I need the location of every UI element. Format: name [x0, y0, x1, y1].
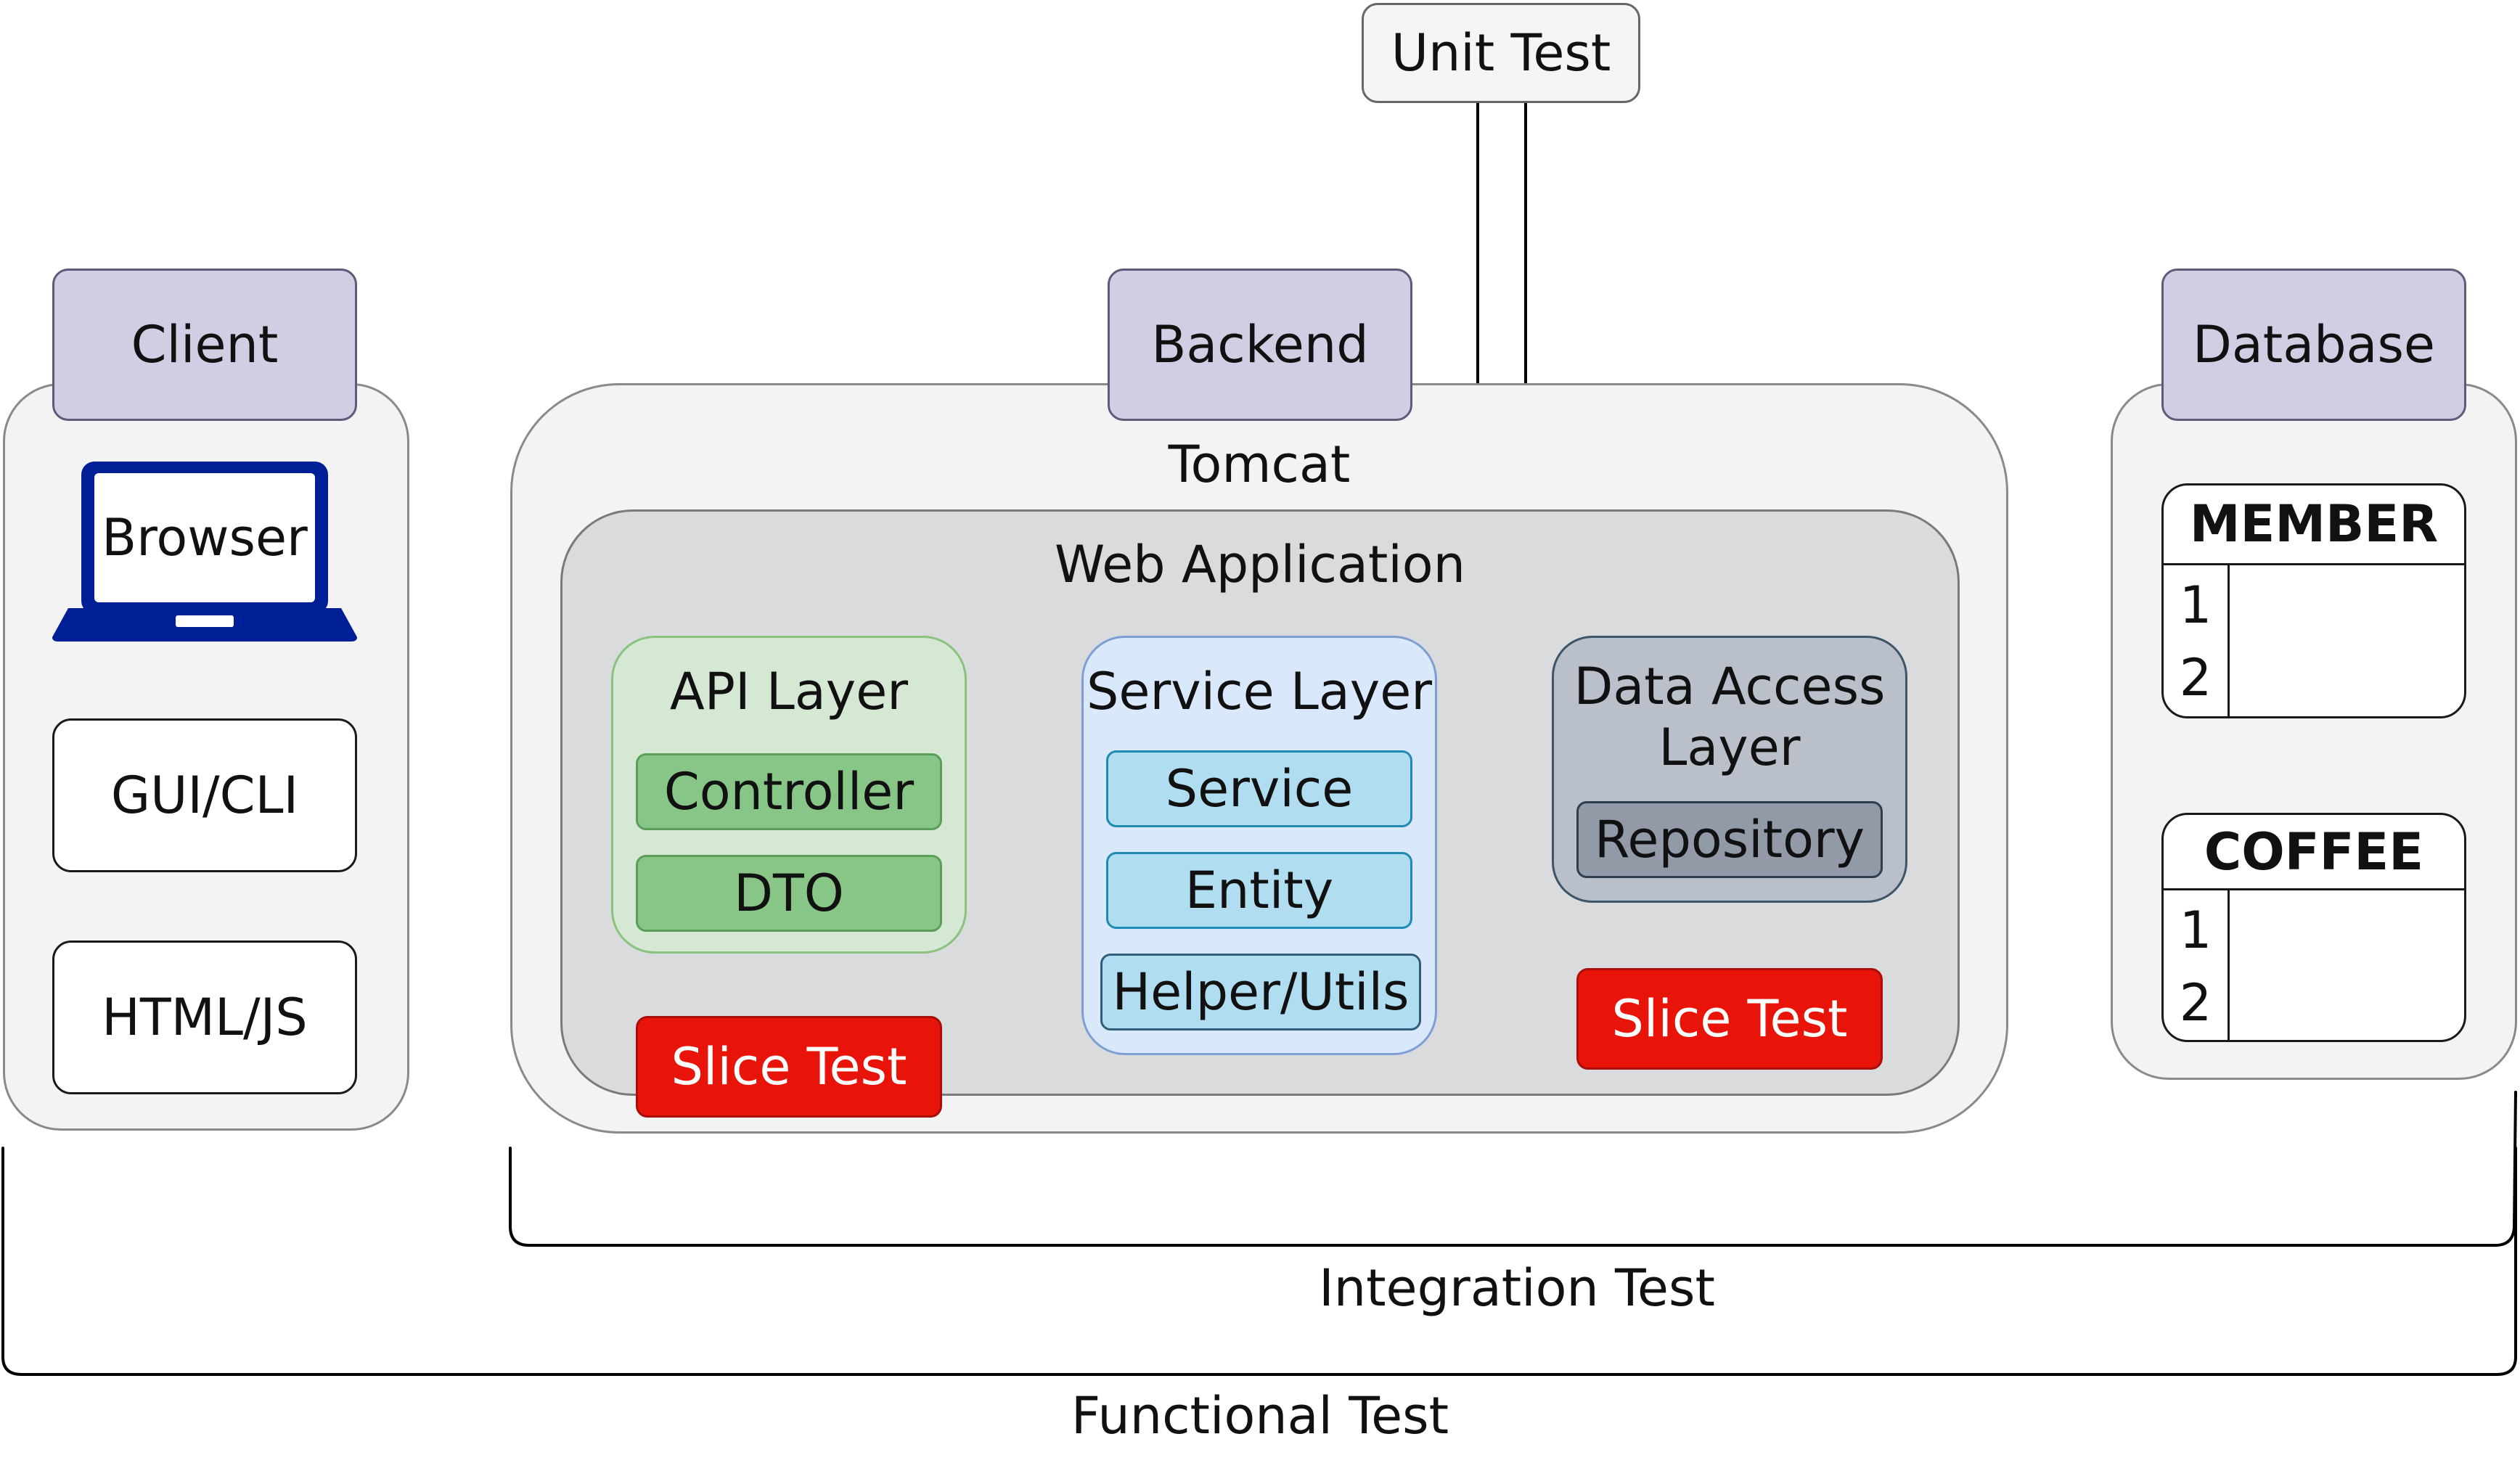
laptop-icon: [52, 462, 357, 642]
unit-test-box: Unit Test: [1362, 3, 1640, 103]
backend-header: Backend: [1108, 269, 1412, 421]
coffee-table: [2161, 813, 2466, 1042]
member-row-2: 2: [2179, 647, 2212, 708]
dto-box: DTO: [636, 855, 942, 932]
data-access-title-line2: Layer: [1658, 717, 1801, 777]
coffee-table-name: COFFEE: [2204, 821, 2424, 882]
coffee-table-key-divider: [2228, 888, 2230, 1040]
member-table: [2161, 483, 2466, 718]
api-slice-test-box: Slice Test: [636, 1016, 942, 1118]
html-js-box: HTML/JS: [52, 940, 357, 1094]
member-table-key-divider: [2228, 563, 2230, 716]
api-layer-title: API Layer: [669, 661, 909, 721]
service-box: Service: [1106, 750, 1412, 827]
data-slice-test-box: Slice Test: [1576, 968, 1883, 1070]
coffee-row-1: 1: [2179, 900, 2212, 960]
service-layer-title: Service Layer: [1086, 661, 1433, 721]
coffee-table-divider: [2164, 888, 2464, 890]
integration-test-brace: [509, 1091, 2517, 1247]
functional-test-label: Functional Test: [1071, 1385, 1449, 1446]
controller-box: Controller: [636, 753, 942, 830]
integration-test-label: Integration Test: [1319, 1258, 1715, 1318]
tomcat-label: Tomcat: [1168, 434, 1351, 494]
helper-utils-box: Helper/Utils: [1100, 954, 1421, 1030]
database-header: Database: [2161, 269, 2466, 421]
coffee-row-2: 2: [2179, 972, 2212, 1033]
gui-cli-box: GUI/CLI: [52, 718, 357, 872]
data-access-title-line1: Data Access: [1574, 656, 1886, 716]
web-application-label: Web Application: [1055, 534, 1465, 594]
functional-test-brace: [1, 1147, 2517, 1376]
entity-box: Entity: [1106, 852, 1412, 929]
browser-label: Browser: [102, 507, 308, 567]
member-row-1: 1: [2179, 575, 2212, 635]
repository-box: Repository: [1576, 801, 1883, 878]
client-header: Client: [52, 269, 357, 421]
member-table-name: MEMBER: [2189, 493, 2439, 554]
member-table-divider: [2164, 563, 2464, 565]
